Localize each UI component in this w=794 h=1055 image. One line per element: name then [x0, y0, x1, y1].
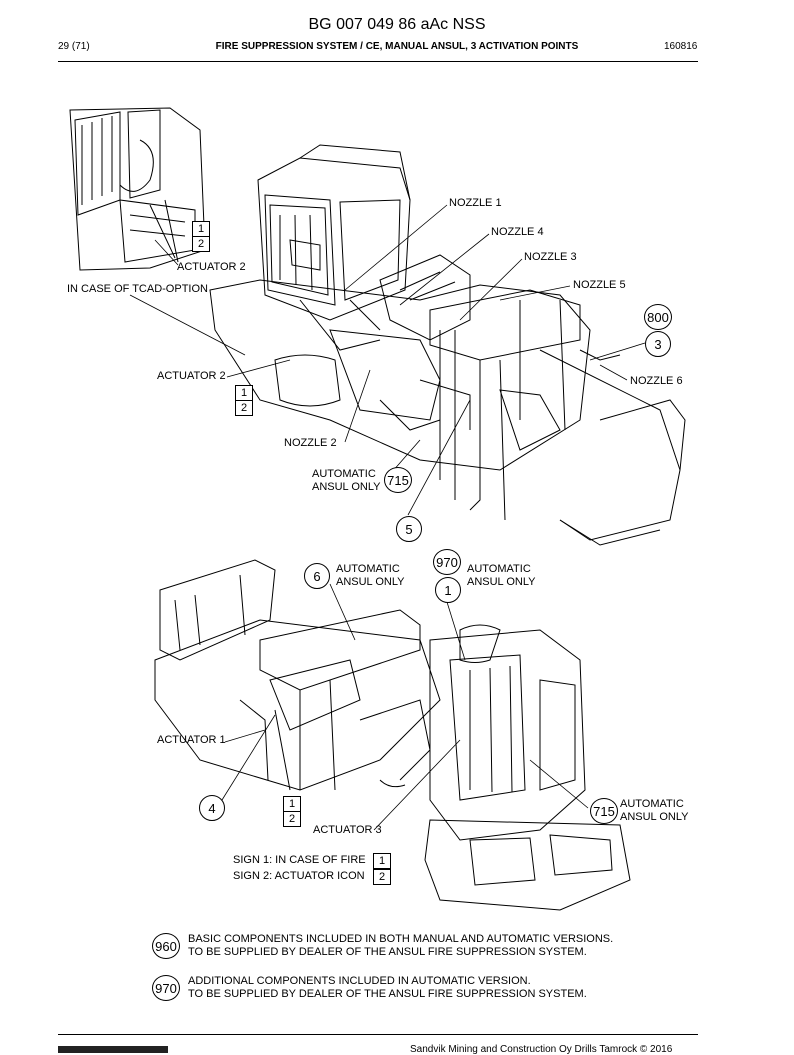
legend-box-2: 2	[373, 869, 391, 885]
sign-box-2: 2	[235, 400, 253, 416]
balloon-3: 3	[645, 331, 671, 357]
sign-box-1: 1	[283, 796, 301, 812]
note-960-line-1: BASIC COMPONENTS INCLUDED IN BOTH MANUAL…	[188, 933, 614, 945]
label-ansul-only: ANSUL ONLY	[312, 481, 381, 493]
label-actuator-2-inset: ACTUATOR 2	[177, 261, 246, 273]
legend-sign-1: SIGN 1: IN CASE OF FIRE	[233, 854, 366, 866]
legend-box-1: 1	[373, 853, 391, 869]
legend-sign-2: SIGN 2: ACTUATOR ICON	[233, 870, 365, 882]
top-machine-linework	[69, 107, 686, 546]
sandvik-logo	[58, 1046, 168, 1053]
header-rule	[58, 61, 698, 62]
balloon-800: 800	[644, 304, 672, 330]
label-automatic: AUTOMATIC	[467, 563, 531, 575]
label-ansul-only: ANSUL ONLY	[336, 576, 405, 588]
label-ansul-only: ANSUL ONLY	[620, 811, 689, 823]
label-ansul-only: ANSUL ONLY	[467, 576, 536, 588]
note-balloon-970: 970	[152, 975, 180, 1001]
sign-box-1: 1	[192, 221, 210, 237]
sign-box-2: 2	[283, 811, 301, 827]
label-nozzle-5: NOZZLE 5	[573, 279, 626, 291]
page-title: FIRE SUPPRESSION SYSTEM / CE, MANUAL ANS…	[215, 41, 579, 52]
note-970-line-1: ADDITIONAL COMPONENTS INCLUDED IN AUTOMA…	[188, 975, 531, 987]
page-number: 29 (71)	[58, 41, 90, 52]
leader-lines	[129, 204, 646, 831]
note-960-line-2: TO BE SUPPLIED BY DEALER OF THE ANSUL FI…	[188, 946, 587, 958]
label-nozzle-1: NOZZLE 1	[449, 197, 502, 209]
label-actuator-3: ACTUATOR 3	[313, 824, 382, 836]
footer-copyright: Sandvik Mining and Construction Oy Drill…	[410, 1044, 673, 1055]
balloon-1: 1	[435, 577, 461, 603]
document-date: 160816	[664, 41, 698, 52]
label-automatic: AUTOMATIC	[620, 798, 684, 810]
note-balloon-960: 960	[152, 933, 180, 959]
label-nozzle-4: NOZZLE 4	[491, 226, 544, 238]
balloon-715: 715	[590, 798, 618, 824]
balloon-4: 4	[199, 795, 225, 821]
sign-box-1: 1	[235, 385, 253, 401]
label-nozzle-3: NOZZLE 3	[524, 251, 577, 263]
document-id: BG 007 049 86 aAc NSS	[308, 16, 486, 33]
bottom-machine-linework	[154, 559, 631, 911]
label-automatic: AUTOMATIC	[312, 468, 376, 480]
balloon-715: 715	[384, 467, 412, 493]
balloon-970: 970	[433, 549, 461, 575]
label-tcad-option: IN CASE OF TCAD-OPTION	[67, 283, 208, 295]
label-automatic: AUTOMATIC	[336, 563, 400, 575]
balloon-5: 5	[396, 516, 422, 542]
balloon-6: 6	[304, 563, 330, 589]
label-nozzle-2: NOZZLE 2	[284, 437, 337, 449]
sign-box-2: 2	[192, 236, 210, 252]
label-actuator-1: ACTUATOR 1	[157, 734, 226, 746]
note-970-line-2: TO BE SUPPLIED BY DEALER OF THE ANSUL FI…	[188, 988, 587, 1000]
label-actuator-2: ACTUATOR 2	[157, 370, 226, 382]
label-nozzle-6: NOZZLE 6	[630, 375, 683, 387]
footer-rule	[58, 1034, 698, 1035]
